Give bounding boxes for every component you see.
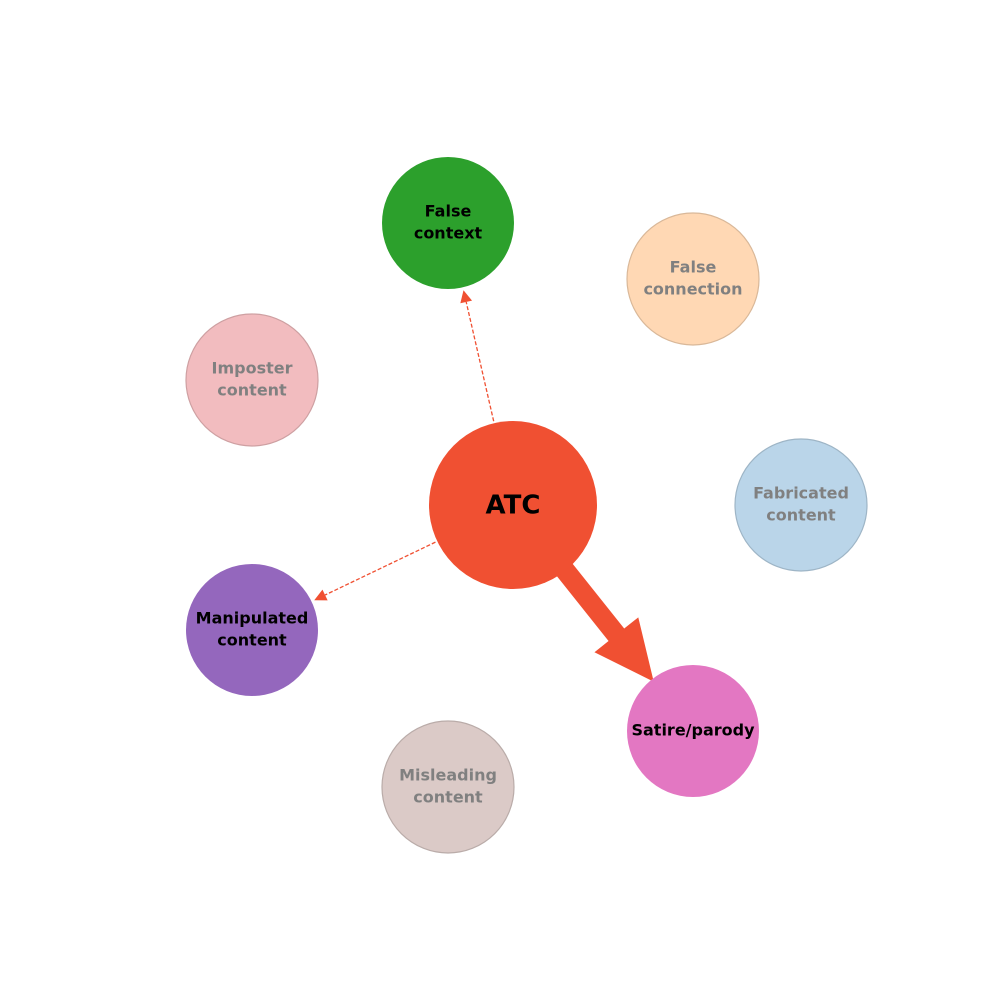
- hub-label: ATC: [486, 491, 541, 521]
- node-imposter-content: Imposter content: [185, 313, 319, 447]
- node-label-line: Manipulated: [196, 609, 309, 628]
- node-label-line: Misleading: [399, 766, 497, 785]
- node-fabricated-content: Fabricated content: [734, 438, 868, 572]
- node-circle: [626, 212, 760, 346]
- node-manipulated-content: Manipulated content: [186, 564, 318, 696]
- node-circle: [185, 313, 319, 447]
- node-circle: [381, 720, 515, 854]
- nodes-layer: ATCFalsecontextFalseconnectionFabricated…: [185, 157, 868, 854]
- node-label-line: content: [217, 381, 287, 400]
- edges-layer: [314, 290, 654, 682]
- node-label-line: connection: [643, 280, 742, 299]
- node-label-line: Imposter: [212, 359, 293, 378]
- node-misleading-content: Misleading content: [381, 720, 515, 854]
- node-label-line: context: [414, 224, 483, 243]
- node-circle: [627, 665, 759, 797]
- node-satire-parody: Satire/parody: [627, 665, 759, 797]
- node-label-line: False: [425, 202, 472, 221]
- edge-hub-false-context: [460, 290, 495, 422]
- node-label-line: content: [766, 506, 836, 525]
- edge-hub-satire-parody: [551, 556, 654, 682]
- node-false-context: False context: [382, 157, 514, 289]
- node-circle: [734, 438, 868, 572]
- edge-hub-manipulated-content: [314, 541, 436, 601]
- node-hub: ATC: [429, 421, 597, 589]
- node-label-line: Fabricated: [753, 484, 849, 503]
- node-label-line: False: [670, 258, 717, 277]
- node-label-line: content: [217, 631, 287, 650]
- node-circle: [382, 157, 514, 289]
- node-label-line: Satire/parody: [631, 721, 755, 740]
- node-false-connection: False connection: [626, 212, 760, 346]
- node-circle: [186, 564, 318, 696]
- node-label-line: content: [413, 788, 483, 807]
